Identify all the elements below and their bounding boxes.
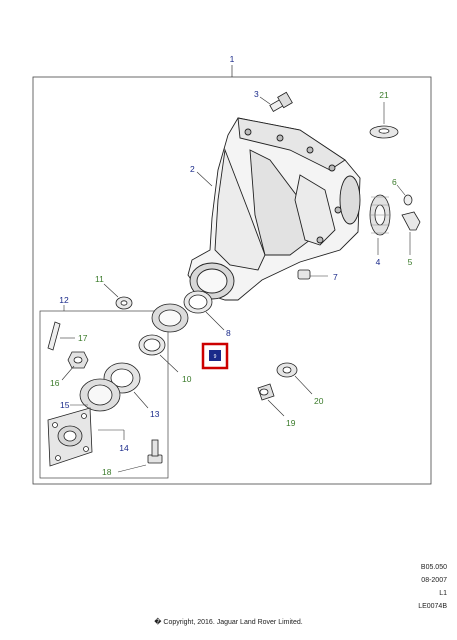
copyright-notice: � Copyright, 2016. Jaguar Land Rover Lim…: [154, 619, 303, 626]
washer-21: [369, 125, 399, 139]
washer-11: [115, 296, 133, 310]
callout-11[interactable]: 11: [95, 274, 104, 284]
level-indicator: L1: [439, 590, 447, 597]
bolt-3: [269, 91, 293, 113]
callout-5[interactable]: 5: [408, 257, 413, 267]
new-part-flag-icon: [209, 350, 221, 361]
callout-10[interactable]: 10: [182, 374, 192, 384]
callout-21[interactable]: 21: [379, 90, 389, 100]
callout-3[interactable]: 3: [254, 89, 259, 99]
plug-7: [297, 269, 311, 280]
callout-7[interactable]: 7: [333, 272, 338, 282]
nut-16: [67, 351, 89, 369]
breather-6: [403, 194, 413, 206]
callout-1[interactable]: 1: [230, 54, 235, 64]
callout-2[interactable]: 2: [190, 164, 195, 174]
split-pin-17: [47, 321, 61, 351]
callout-20[interactable]: 20: [314, 396, 324, 406]
callout-18[interactable]: 18: [102, 467, 112, 477]
callout-6[interactable]: 6: [392, 177, 397, 187]
callout-19[interactable]: 19: [286, 418, 296, 428]
plug-5: [401, 211, 421, 231]
bush-19: [257, 383, 275, 401]
illustration-code: LE0074B: [418, 603, 447, 610]
callout-12[interactable]: 12: [59, 295, 69, 305]
drive-gear-4: [369, 194, 391, 236]
bearing-10: [138, 303, 189, 356]
bush-20: [276, 362, 298, 378]
callout-16[interactable]: 16: [50, 378, 60, 388]
flange-15: [47, 378, 121, 467]
callout-15[interactable]: 15: [60, 400, 70, 410]
callout-13[interactable]: 13: [150, 409, 160, 419]
reference-number: B05.050: [420, 564, 447, 571]
bolt-18: [147, 439, 163, 464]
callout-9: 9: [214, 354, 217, 360]
subassembly-frame-12: [39, 310, 169, 479]
differential-housing: [187, 117, 361, 301]
callout-14[interactable]: 14: [119, 443, 129, 453]
callout-4[interactable]: 4: [376, 257, 381, 267]
highlight-box-9[interactable]: [201, 342, 229, 370]
revision-date: 08-2007: [421, 577, 447, 584]
oil-seal-8: [183, 290, 213, 314]
callout-17[interactable]: 17: [78, 333, 88, 343]
callout-8[interactable]: 8: [226, 328, 231, 338]
